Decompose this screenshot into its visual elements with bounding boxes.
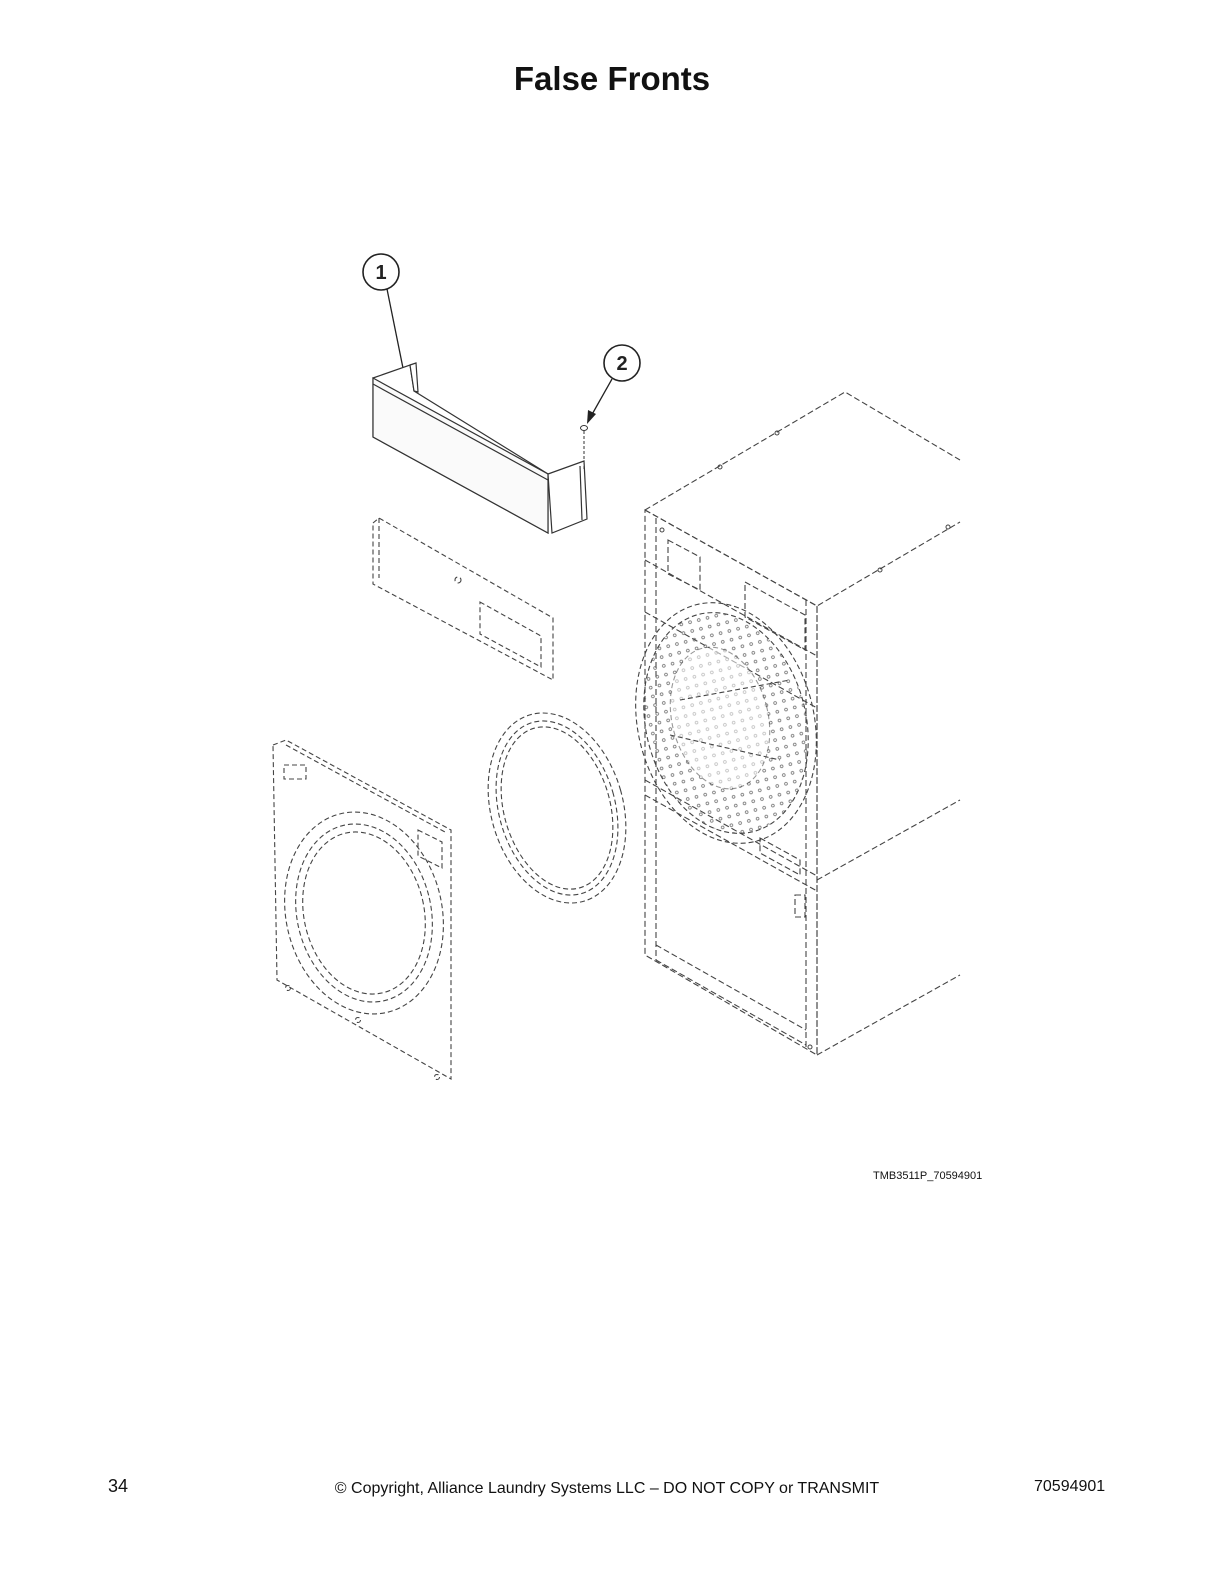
screw bbox=[580, 425, 588, 470]
page-number: 34 bbox=[108, 1476, 129, 1496]
document-number: 70594901 bbox=[1034, 1478, 1106, 1495]
callout-1: 1 bbox=[362, 253, 409, 384]
false-front-panel bbox=[372, 362, 588, 535]
copyright-notice: © Copyright, Alliance Laundry Systems LL… bbox=[334, 1480, 880, 1497]
callout-2: 2 bbox=[587, 344, 641, 424]
control-panel-ghost bbox=[372, 517, 554, 681]
cabinet-holes bbox=[659, 430, 951, 1050]
callout-2-label: 2 bbox=[616, 353, 627, 375]
door-gasket-ghost bbox=[487, 712, 627, 904]
page-title: False Fronts bbox=[513, 60, 711, 97]
figure-id: TMB3511P_70594901 bbox=[873, 1170, 983, 1182]
front-panel-ghost bbox=[272, 739, 452, 1081]
drum-ghost bbox=[635, 602, 817, 844]
callout-1-label: 1 bbox=[375, 262, 386, 284]
